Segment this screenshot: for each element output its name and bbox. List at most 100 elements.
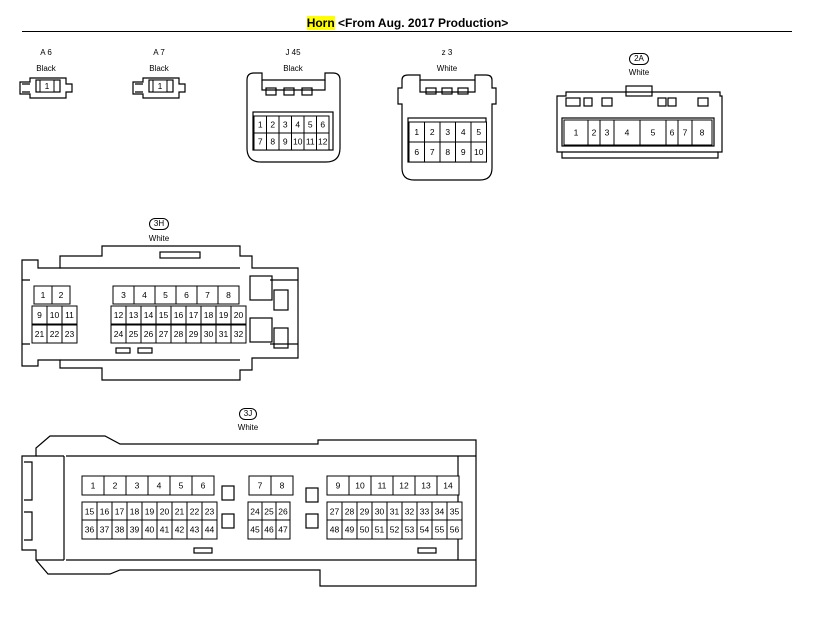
svg-text:47: 47 <box>278 525 288 535</box>
svg-text:1: 1 <box>258 120 263 130</box>
svg-text:1: 1 <box>41 290 46 300</box>
svg-text:12: 12 <box>399 481 409 491</box>
pin-c3h-27: 27 <box>155 324 172 344</box>
svg-text:22: 22 <box>50 329 60 339</box>
svg-text:1: 1 <box>45 81 50 91</box>
svg-text:49: 49 <box>345 525 355 535</box>
connector-j45-color: Black <box>283 64 303 73</box>
svg-text:29: 29 <box>189 329 199 339</box>
pin-c3h-18: 18 <box>200 305 217 325</box>
svg-text:17: 17 <box>189 310 199 320</box>
pin-j45-10: 10 <box>291 132 305 151</box>
svg-text:10: 10 <box>355 481 365 491</box>
svg-text:6: 6 <box>201 481 206 491</box>
pin-j45-3: 3 <box>278 115 292 134</box>
svg-text:5: 5 <box>163 290 168 300</box>
svg-text:42: 42 <box>175 525 185 535</box>
svg-text:3: 3 <box>121 290 126 300</box>
pin-c3j-46: 46 <box>261 519 277 540</box>
svg-text:30: 30 <box>204 329 214 339</box>
pin-c3j-49: 49 <box>341 519 358 540</box>
svg-text:7: 7 <box>258 481 263 491</box>
pin-c3j-42: 42 <box>171 519 188 540</box>
svg-text:53: 53 <box>405 525 415 535</box>
pin-c3j-1: 1 <box>81 475 105 496</box>
pin-c3h-31: 31 <box>215 324 232 344</box>
svg-text:1: 1 <box>414 127 419 137</box>
svg-text:8: 8 <box>270 137 275 147</box>
svg-text:14: 14 <box>443 481 453 491</box>
pin-c3j-29: 29 <box>356 501 373 522</box>
svg-text:5: 5 <box>308 120 313 130</box>
svg-text:7: 7 <box>430 147 435 157</box>
pin-c3h-19: 19 <box>215 305 232 325</box>
pin-z3-7: 7 <box>424 141 441 163</box>
pin-c3j-26: 26 <box>275 501 291 522</box>
pin-j45-8: 8 <box>266 132 280 151</box>
pin-c3h-11: 11 <box>61 305 78 325</box>
svg-text:45: 45 <box>250 525 260 535</box>
connector-a6-color: Black <box>36 64 56 73</box>
svg-text:1: 1 <box>158 81 163 91</box>
svg-text:6: 6 <box>184 290 189 300</box>
svg-text:22: 22 <box>190 507 200 517</box>
svg-text:24: 24 <box>114 329 124 339</box>
pin-j45-7: 7 <box>253 132 267 151</box>
pin-z3-3: 3 <box>439 121 456 143</box>
connector-a7-color: Black <box>149 64 169 73</box>
pin-c3j-48: 48 <box>326 519 343 540</box>
pin-c3h-32: 32 <box>230 324 247 344</box>
pin-j45-1: 1 <box>253 115 267 134</box>
svg-text:9: 9 <box>461 147 466 157</box>
svg-text:51: 51 <box>375 525 385 535</box>
connector-j45-body <box>246 72 341 163</box>
pin-c3j-9: 9 <box>326 475 350 496</box>
pin-c3h-9: 9 <box>31 305 48 325</box>
svg-text:40: 40 <box>145 525 155 535</box>
pin-j45-6: 6 <box>316 115 330 134</box>
pin-j45-12: 12 <box>316 132 330 151</box>
svg-text:8: 8 <box>445 147 450 157</box>
svg-text:15: 15 <box>85 507 95 517</box>
pin-c3j-18: 18 <box>126 501 143 522</box>
svg-text:3: 3 <box>135 481 140 491</box>
svg-text:21: 21 <box>35 329 45 339</box>
pin-c3j-12: 12 <box>392 475 416 496</box>
svg-text:10: 10 <box>50 310 60 320</box>
pin-c3h-6: 6 <box>175 285 198 305</box>
svg-text:44: 44 <box>205 525 215 535</box>
pin-c3j-45: 45 <box>247 519 263 540</box>
svg-text:3: 3 <box>445 127 450 137</box>
svg-text:19: 19 <box>145 507 155 517</box>
pin-c3h-5: 5 <box>154 285 177 305</box>
svg-text:23: 23 <box>65 329 75 339</box>
svg-text:37: 37 <box>100 525 110 535</box>
pin-c3j-31: 31 <box>386 501 403 522</box>
svg-text:24: 24 <box>250 507 260 517</box>
pin-c3h-1: 1 <box>33 285 53 305</box>
svg-text:5: 5 <box>476 127 481 137</box>
svg-text:26: 26 <box>278 507 288 517</box>
pin-c3j-55: 55 <box>431 519 448 540</box>
pin-c3j-13: 13 <box>414 475 438 496</box>
connector-3j-body <box>21 435 477 587</box>
svg-text:41: 41 <box>160 525 170 535</box>
pin-c3h-13: 13 <box>125 305 142 325</box>
svg-text:19: 19 <box>219 310 229 320</box>
pin-c3j-52: 52 <box>386 519 403 540</box>
connector-3j-code: 3J <box>218 408 278 420</box>
connector-2a-color: White <box>628 68 650 77</box>
pin-c3j-36: 36 <box>81 519 98 540</box>
pin-c3h-14: 14 <box>140 305 157 325</box>
svg-text:32: 32 <box>405 507 415 517</box>
connector-3h-body <box>21 245 299 381</box>
svg-text:23: 23 <box>205 507 215 517</box>
svg-text:21: 21 <box>175 507 185 517</box>
pin-c3h-30: 30 <box>200 324 217 344</box>
pin-c2a-8: 8 <box>691 119 713 146</box>
svg-text:27: 27 <box>159 329 169 339</box>
svg-text:28: 28 <box>345 507 355 517</box>
svg-text:46: 46 <box>264 525 274 535</box>
pin-c3j-7: 7 <box>248 475 272 496</box>
